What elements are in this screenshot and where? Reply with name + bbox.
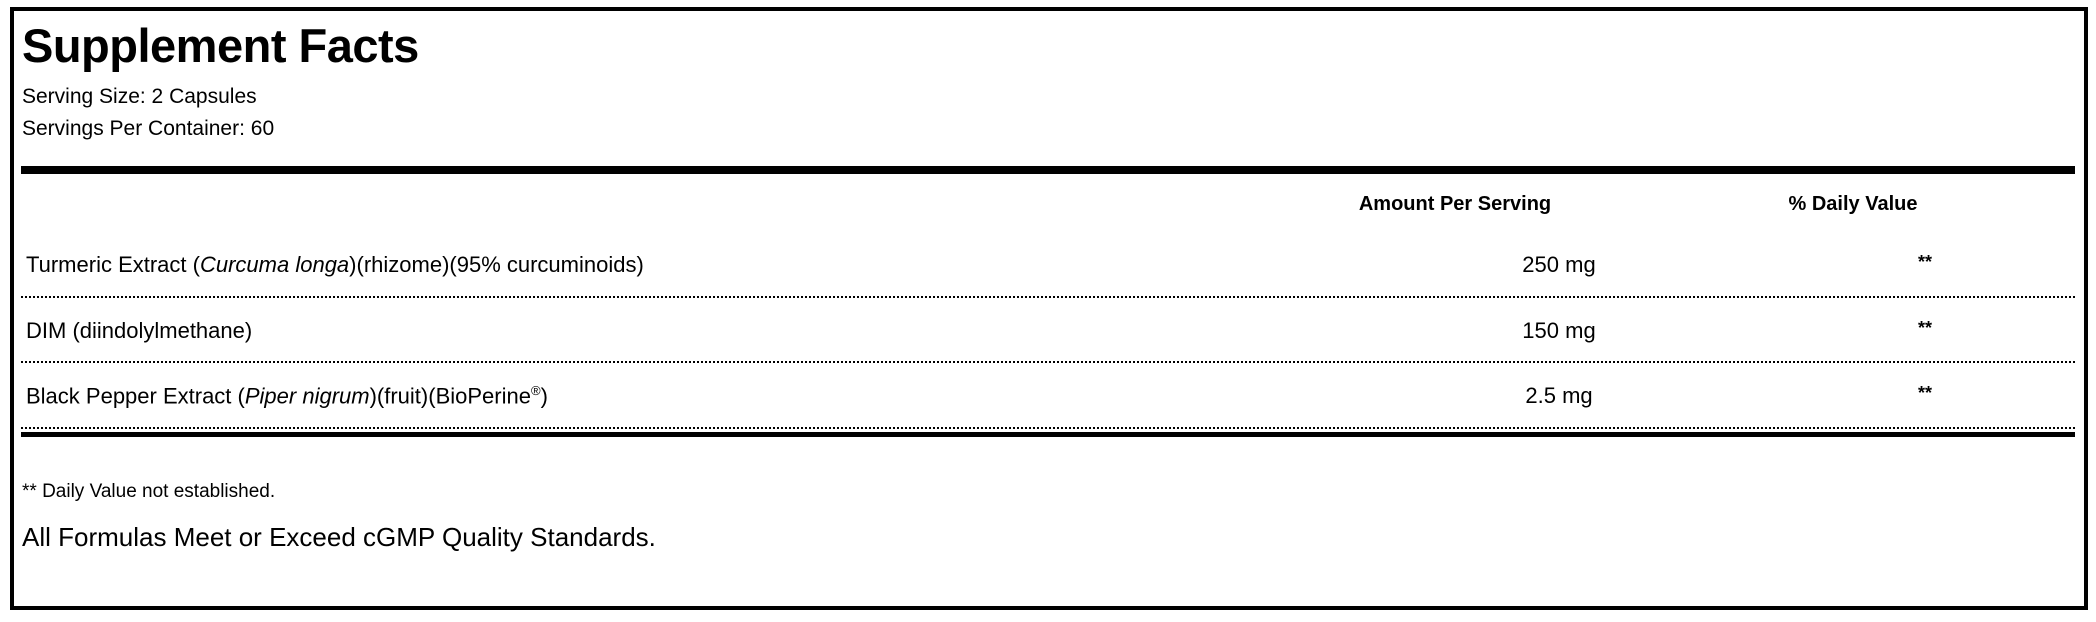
ingredient-amount: 150 mg (1522, 318, 1596, 343)
thick-divider (21, 432, 2075, 437)
supplement-facts-panel (10, 7, 2088, 610)
serving-size: Serving Size: 2 Capsules (22, 85, 257, 108)
ingredient-name-text: Turmeric Extract ( (26, 252, 200, 277)
ingredient-latin-name: Piper nigrum (244, 383, 370, 409)
thick-divider (21, 166, 2075, 174)
dotted-divider (21, 427, 2075, 429)
ingredient-name: Black Pepper Extract (Piper nigrum)(frui… (26, 383, 548, 409)
ingredient-name: DIM (diindolylmethane) (26, 318, 253, 343)
ingredient-latin-name: Curcuma longa (199, 252, 350, 277)
dotted-divider (21, 296, 2075, 298)
servings-per-container: Servings Per Container: 60 (22, 117, 275, 140)
header-amount-per-serving: Amount Per Serving (1358, 193, 1552, 215)
registered-mark: ® (530, 383, 541, 398)
ingredient-daily-value: ** (1917, 318, 1933, 338)
quality-statement: All Formulas Meet or Exceed cGMP Quality… (22, 522, 656, 552)
panel-title: Supplement Facts (22, 19, 419, 72)
ingredient-daily-value: ** (1917, 252, 1933, 272)
daily-value-footnote: ** Daily Value not established. (22, 481, 276, 502)
ingredient-name-text: )(fruit)(BioPerine (369, 383, 531, 409)
ingredient-name-text: Black Pepper Extract ( (26, 383, 245, 409)
ingredient-amount: 250 mg (1522, 252, 1596, 277)
ingredient-daily-value: ** (1917, 383, 1933, 403)
ingredient-name: Turmeric Extract (Curcuma longa)(rhizome… (26, 252, 644, 278)
ingredient-name-text: ) (540, 383, 548, 409)
dotted-divider (21, 361, 2075, 363)
header-daily-value: % Daily Value (1788, 193, 1918, 215)
ingredient-amount: 2.5 mg (1525, 383, 1593, 408)
ingredient-name-text: )(rhizome)(95% curcuminoids) (349, 252, 644, 277)
